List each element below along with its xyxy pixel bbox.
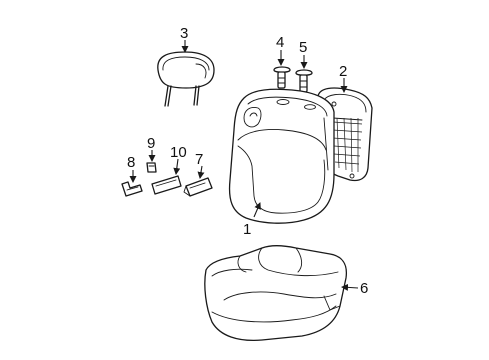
callout-7: 7: [195, 151, 203, 168]
headrest-part: [157, 51, 215, 107]
guide-pin-part-5: [295, 69, 313, 93]
callout-4: 4: [276, 34, 284, 51]
callout-8: 8: [127, 154, 135, 171]
clip-part-9: [146, 162, 157, 173]
cover-part-7: [183, 177, 213, 197]
callout-6: 6: [360, 280, 368, 297]
callout-2: 2: [339, 63, 347, 80]
callout-10: 10: [170, 144, 187, 161]
trim-part-10: [151, 175, 182, 195]
callout-3: 3: [180, 25, 188, 42]
callout-5: 5: [299, 39, 307, 56]
guide-pin-part-4: [273, 66, 291, 89]
callout-1: 1: [243, 221, 251, 238]
seat-cushion-part: [204, 245, 348, 342]
bracket-part-8: [121, 181, 143, 197]
seatback-part: [228, 88, 335, 224]
callout-9: 9: [147, 135, 155, 152]
